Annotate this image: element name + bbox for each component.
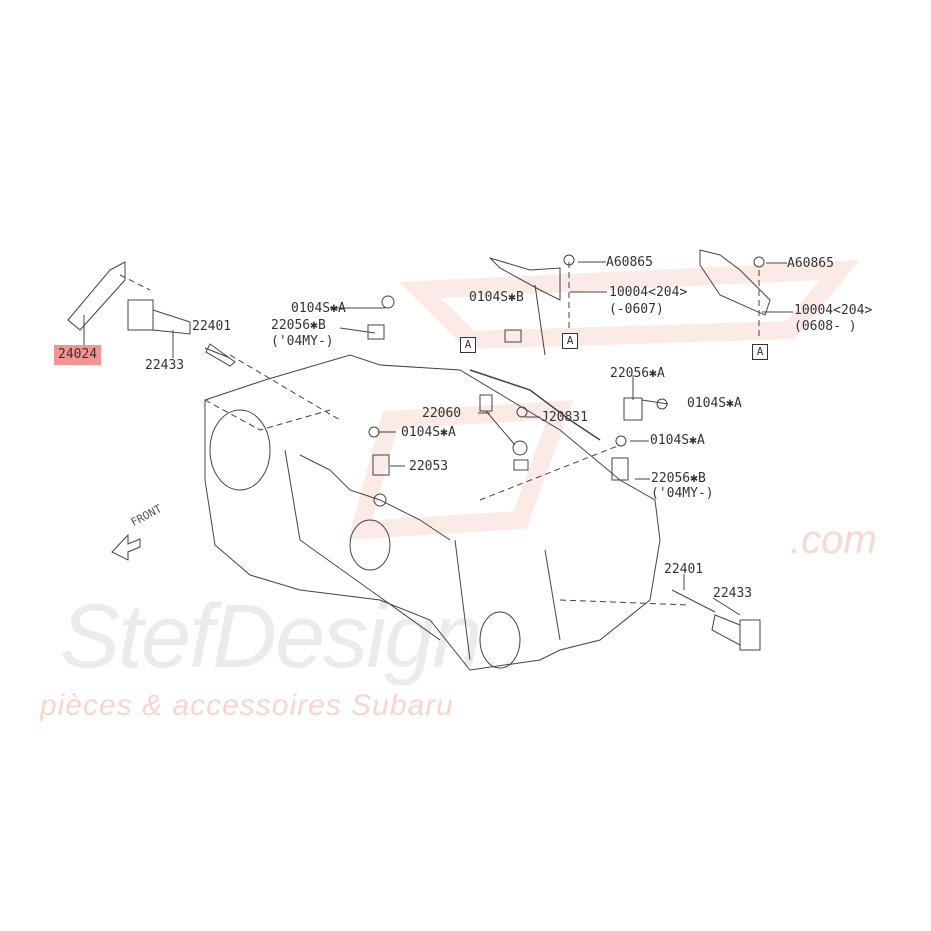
watermark-brand: StefDesign [60, 587, 482, 687]
ref-marker-a-1: A [460, 337, 476, 353]
part-label-22056-b-left[interactable]: 22056✱B [271, 318, 326, 333]
part-note-0608: (0608- ) [794, 319, 857, 334]
wiring-harness [469, 369, 601, 441]
part-label-j20831[interactable]: J20831 [541, 410, 588, 425]
part-label-0104s-a-2[interactable]: 0104S✱A [687, 396, 742, 411]
part-label-10004-1[interactable]: 10004<204> [609, 285, 688, 300]
part-label-22053[interactable]: 22053 [409, 459, 449, 474]
part-note-0607: (-0607) [609, 302, 664, 317]
part-label-a60865-1[interactable]: A60865 [606, 255, 653, 270]
logo-watermark-shape [348, 260, 861, 540]
part-label-22060[interactable]: 22060 [422, 406, 462, 421]
part-label-24024[interactable]: 24024 [54, 345, 102, 365]
part-label-10004-2[interactable]: 10004<204> [794, 303, 873, 318]
coil-bracket-shape [67, 261, 126, 331]
part-note-04my-right: ('04MY-) [651, 486, 714, 501]
part-label-0104s-b[interactable]: 0104S✱B [469, 290, 524, 305]
watermark-domain: .com [790, 518, 877, 562]
part-label-0104s-a-4[interactable]: 0104S✱A [650, 433, 705, 448]
front-arrow-icon [111, 533, 141, 561]
ref-marker-a-3: A [752, 344, 768, 360]
part-label-22401-left[interactable]: 22401 [192, 319, 232, 334]
part-label-0104s-a-1[interactable]: 0104S✱A [291, 301, 346, 316]
part-label-22401-right[interactable]: 22401 [664, 562, 704, 577]
part-label-22056-b-right[interactable]: 22056✱B [651, 471, 706, 486]
engine-block [204, 354, 661, 671]
watermark-tagline: pièces & accessoires Subaru [40, 689, 454, 722]
part-note-04my-left: ('04MY-) [271, 334, 334, 349]
part-label-0104s-a-3[interactable]: 0104S✱A [401, 425, 456, 440]
part-label-22056-a[interactable]: 22056✱A [610, 366, 665, 381]
part-label-22433-right[interactable]: 22433 [713, 586, 753, 601]
part-label-22433-left[interactable]: 22433 [145, 358, 185, 373]
ref-marker-a-2: A [562, 333, 578, 349]
part-label-a60865-2[interactable]: A60865 [787, 256, 834, 271]
